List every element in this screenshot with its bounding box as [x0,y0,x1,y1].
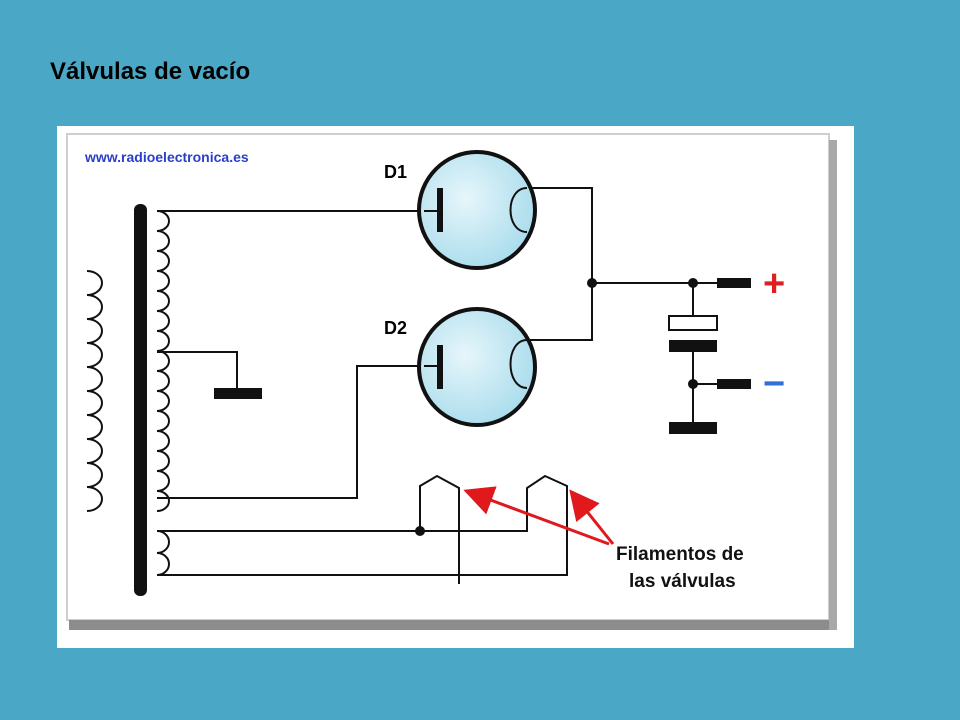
panel-shadow-bottom [69,620,833,630]
wire-filament-1 [157,474,460,584]
circuit-svg: www.radioelectronica.es [66,133,837,630]
positive-terminal [717,278,751,288]
tube-d1-anode [437,188,443,232]
ground-symbol [214,388,262,399]
wire-filament-2 [157,474,568,576]
bottom-terminal-bar [669,422,717,434]
slide-title: Válvulas de vacío [50,58,251,85]
junction-output [587,278,597,288]
wire-cathodes [527,187,593,341]
tube-d2-cathode [509,339,528,389]
filament-label-line1: Filamentos de [616,544,744,565]
capacitor-plate-bottom [669,340,717,352]
junction-cap-bottom [688,379,698,389]
junction-filament [415,526,425,536]
minus-sign: − [763,363,785,405]
tube-d1-label: D1 [384,162,407,182]
wire-bottom-to-d2 [157,365,424,499]
arrow-filament-1 [463,486,610,546]
circuit-diagram: www.radioelectronica.es [57,126,854,648]
watermark-text: www.radioelectronica.es [84,149,249,165]
tube-d1-cathode [509,187,528,233]
tube-d1 [417,150,537,270]
transformer-core [134,204,147,596]
primary-winding [86,270,103,512]
wire-center-tap [157,351,238,388]
negative-terminal [717,379,751,389]
tube-d2-anode [437,345,443,389]
arrow-filament-2 [569,489,615,545]
secondary-winding [156,210,170,512]
plus-sign: + [763,263,785,305]
filament-winding [156,530,170,576]
tube-d2-label: D2 [384,318,407,338]
capacitor-plate-top [668,315,718,331]
tube-d2 [417,307,537,427]
panel-shadow-right [829,140,837,630]
junction-cap-top [688,278,698,288]
filament-label-line2: las válvulas [629,571,736,592]
